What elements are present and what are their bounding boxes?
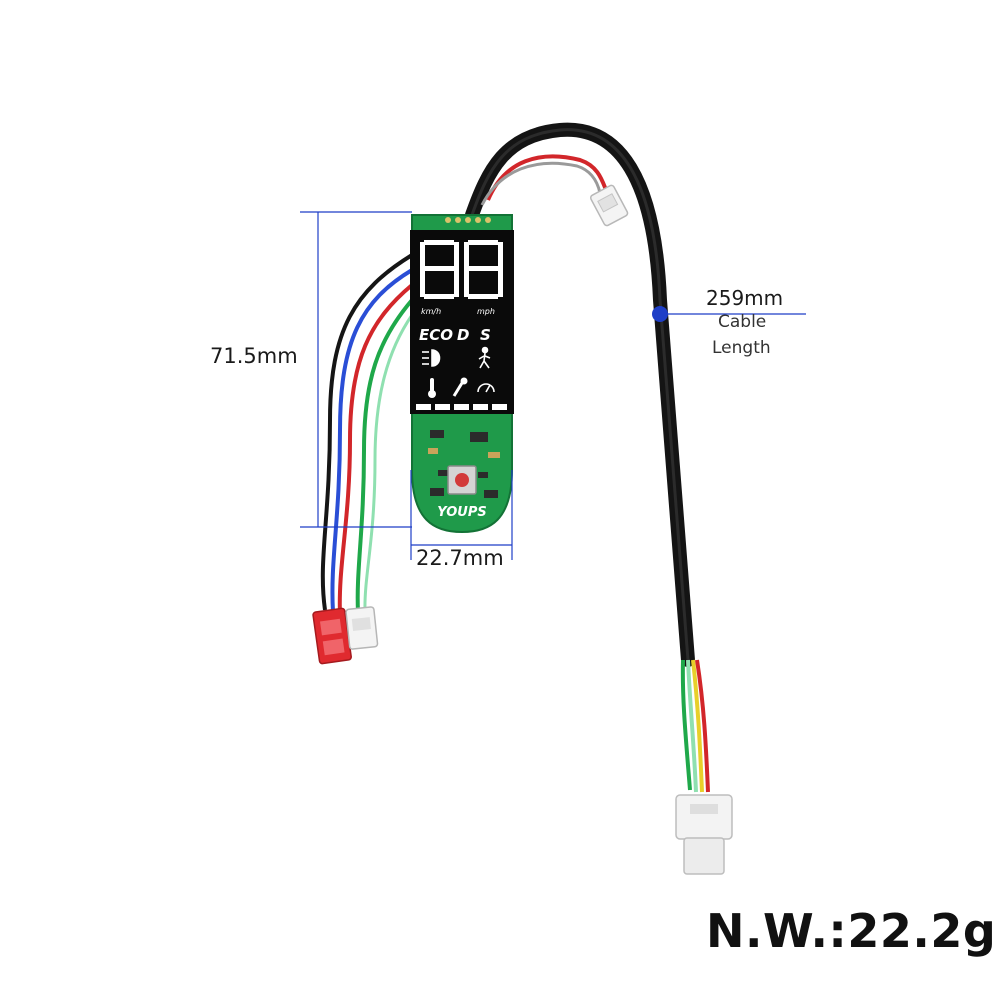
cable-length-value: 259mm [706,286,784,310]
brand-logo: YOUPS [437,505,486,520]
mode-d: D [457,326,469,344]
green-wire-bottom [680,659,692,791]
height-dimension-label: 71.5mm [210,344,298,368]
red-wire-bottom [695,659,710,793]
cable-length-label-line1: Cable [718,312,767,332]
cable-length-label-line2: Length [712,338,771,358]
white-connector-top [589,184,629,227]
mode-eco: ECO [419,326,453,344]
net-weight-label: N.W.:22.2g [706,904,997,958]
walk-mode-icon [478,346,491,369]
left-black-wire [320,253,414,611]
width-dimension-label: 22.7mm [416,546,504,570]
left-red-wire [337,283,414,616]
speed-digits [420,240,503,299]
white-connector-bottom [675,794,733,875]
header-pins [445,217,491,223]
width-dimension-line [410,470,513,560]
battery-bars [416,404,507,410]
yellow-wire-bottom [691,659,704,793]
height-dimension-line [300,211,412,528]
grey-wire-top [480,161,602,206]
speedometer-icon [477,383,495,393]
thermometer-icon [428,378,436,398]
headlight-icon [422,349,441,367]
left-blue-wire [330,268,414,613]
unit-kmh: km/h [421,307,441,316]
button-switch [447,465,477,495]
white-connector-left [345,606,379,650]
cable-length-marker [652,306,806,322]
red-wire-top [486,154,608,201]
left-lightgreen-wire [363,314,414,613]
display-panel: km/h mph ECO D S [410,230,514,414]
unit-mph: mph [477,307,495,316]
lightgreen-wire-bottom [686,659,698,793]
left-green-wire [355,298,414,613]
mode-s: S [480,326,491,344]
wrench-icon [452,377,468,397]
